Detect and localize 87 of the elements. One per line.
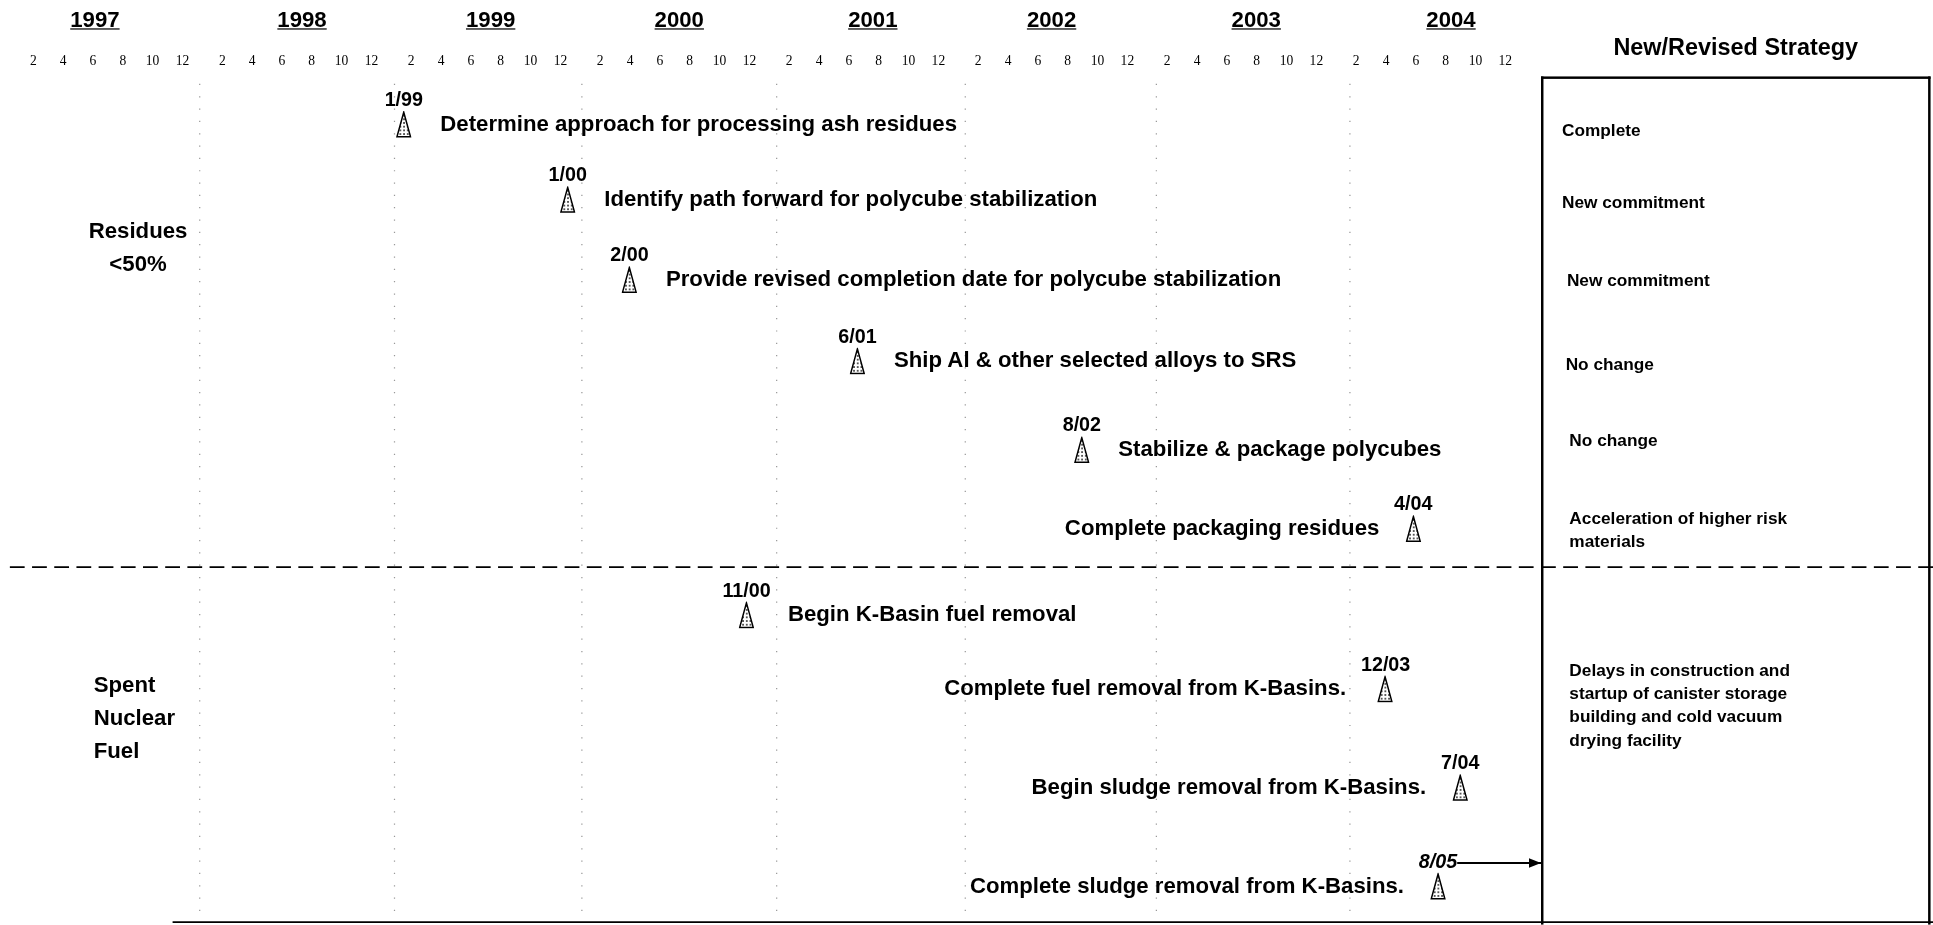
milestone-description: Complete packaging residues	[1064, 515, 1380, 542]
month-tick-label: 12	[931, 53, 946, 68]
strategy-note: Complete	[1561, 118, 1642, 142]
month-tick-label: 8	[497, 53, 505, 68]
month-tick-label: 8	[1064, 53, 1072, 68]
month-tick-label: 12	[175, 53, 190, 68]
month-tick-label: 12	[742, 53, 757, 68]
month-tick-label: 8	[686, 53, 694, 68]
month-tick-label: 2	[1163, 53, 1171, 68]
milestone-description: Ship Al & other selected alloys to SRS	[893, 347, 1297, 374]
month-tick-label: 4	[815, 53, 823, 68]
month-tick-label: 10	[523, 53, 538, 68]
month-tick-label: 2	[29, 53, 37, 68]
year-label: 1999	[465, 7, 516, 34]
month-tick-label: 10	[334, 53, 349, 68]
month-tick-label: 12	[1120, 53, 1135, 68]
year-label: 2004	[1426, 7, 1476, 34]
milestone-date: 1/00	[548, 163, 587, 187]
month-tick-label: 12	[553, 53, 568, 68]
month-tick-label: 12	[1309, 53, 1324, 68]
month-tick-label: 6	[467, 53, 475, 68]
milestone-description: Complete fuel removal from K-Basins.	[944, 675, 1347, 702]
milestone-date: 8/05	[1418, 850, 1458, 873]
month-tick-label: 2	[218, 53, 226, 68]
milestone-description: Begin K-Basin fuel removal	[787, 601, 1077, 628]
strategy-note: New commitment	[1566, 269, 1711, 292]
month-tick-label: 4	[1004, 53, 1012, 68]
month-tick-label: 10	[712, 53, 727, 68]
month-tick-label: 8	[1253, 53, 1261, 68]
month-tick-label: 4	[626, 53, 634, 68]
month-tick-label: 10	[901, 53, 916, 68]
milestone-description: Provide revised completion date for polycube stabilization	[665, 266, 1282, 293]
arrow	[1456, 858, 1542, 868]
month-tick-label: 6	[1223, 53, 1231, 68]
month-tick-label: 2	[407, 53, 415, 68]
month-tick-label: 4	[1193, 53, 1201, 68]
month-tick-label: 8	[119, 53, 127, 68]
month-tick-label: 12	[364, 53, 379, 68]
month-tick-label: 2	[785, 53, 793, 68]
month-tick-label: 10	[145, 53, 160, 68]
month-tick-label: 10	[1090, 53, 1105, 68]
strategy-note: No change	[1569, 429, 1659, 452]
month-tick-label: 6	[1034, 53, 1042, 68]
month-tick-label: 6	[845, 53, 853, 68]
milestone-date: 1/99	[384, 88, 423, 111]
milestone-description: Determine approach for processing ash residues	[440, 110, 957, 137]
month-tick-label: 12	[1498, 53, 1513, 68]
month-tick-label: 2	[974, 53, 982, 68]
month-tick-label: 6	[1412, 53, 1420, 68]
row-heading: Spent Nuclear Fuel	[93, 670, 177, 766]
month-tick-label: 4	[437, 53, 445, 68]
milestone-date: 8/02	[1062, 414, 1102, 437]
milestone-date: 6/01	[838, 325, 877, 348]
column-heading: New/Revised Strategy	[1613, 34, 1859, 62]
month-tick-label: 8	[875, 53, 883, 68]
year-label: 2000	[654, 7, 704, 34]
month-tick-label: 4	[248, 53, 256, 68]
row-heading: Residues <50%	[87, 217, 189, 279]
month-tick-label: 10	[1468, 53, 1483, 68]
year-label: 1997	[70, 7, 120, 34]
strategy-note: Acceleration of higher risk materials	[1569, 506, 1789, 554]
month-tick-label: 4	[59, 53, 67, 68]
strategy-note: Delays in construction and startup of canister storage building and cold vacuum drying facility	[1569, 658, 1791, 752]
milestone-description: Identify path forward for polycube stabilization	[604, 186, 1098, 213]
milestone-date: 4/04	[1394, 493, 1433, 516]
month-tick-label: 6	[656, 53, 664, 68]
month-tick-label: 8	[308, 53, 316, 68]
year-label: 2003	[1231, 7, 1281, 34]
month-tick-label: 6	[89, 53, 97, 68]
month-tick-label: 2	[1352, 53, 1360, 68]
milestone-date: 7/04	[1440, 752, 1480, 775]
month-tick-label: 8	[1442, 53, 1450, 68]
month-tick-label: 2	[596, 53, 604, 68]
milestone-description: Begin sludge removal from K-Basins.	[1031, 774, 1427, 801]
milestone-date: 2/00	[610, 244, 649, 267]
milestone-date: 12/03	[1360, 653, 1411, 676]
strategy-note: No change	[1565, 352, 1655, 376]
month-tick-label: 10	[1279, 53, 1294, 68]
strategy-note: New commitment	[1561, 191, 1706, 215]
month-tick-label: 6	[278, 53, 286, 68]
milestone-description: Complete sludge removal from K-Basins.	[969, 872, 1404, 899]
year-label: 2002	[1026, 7, 1077, 34]
milestone-date: 11/00	[722, 579, 771, 602]
month-tick-label: 4	[1382, 53, 1390, 68]
year-label: 2001	[848, 7, 898, 34]
year-label: 1998	[277, 7, 327, 34]
milestone-description: Stabilize & package polycubes	[1118, 436, 1442, 463]
